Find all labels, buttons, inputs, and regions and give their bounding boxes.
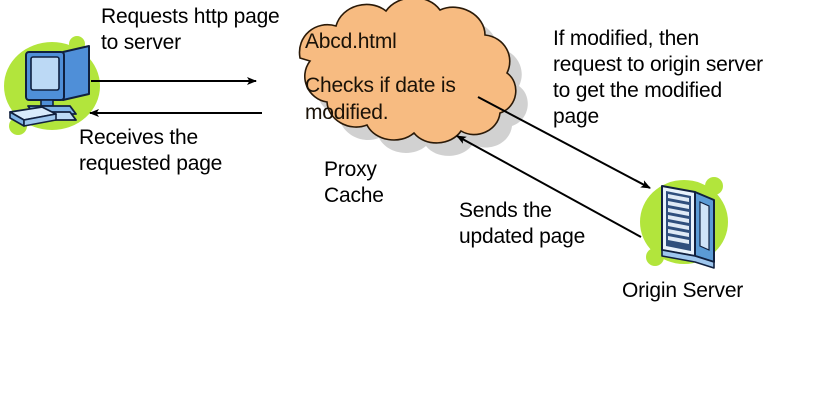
node-label-origin-server: Origin Server: [622, 279, 744, 302]
annotation-if-modified-request: If modified, then request to origin serv…: [553, 27, 763, 128]
annotation-sends-updated-page: Sends the updated page: [459, 199, 586, 248]
cloud-text-filename: Abcd.html: [305, 30, 397, 53]
arrow-origin-to-proxy: [456, 135, 642, 238]
arrow-proxy-to-origin: [477, 96, 651, 189]
client-keyboard: [9, 106, 57, 127]
desktop-computer-icon[interactable]: [4, 36, 100, 135]
node-label-proxy-cache: Proxy Cache: [324, 158, 384, 207]
server-rack-icon[interactable]: [640, 177, 728, 269]
cloud-text-checks: Checks if date is modified.: [305, 74, 456, 124]
server-rack-body: [661, 185, 715, 269]
annotation-receives-requested-page: Receives the requested page: [79, 126, 223, 175]
annotation-requests-http-page: Requests http page to server: [101, 5, 280, 54]
cloud-icon: [298, 0, 517, 144]
